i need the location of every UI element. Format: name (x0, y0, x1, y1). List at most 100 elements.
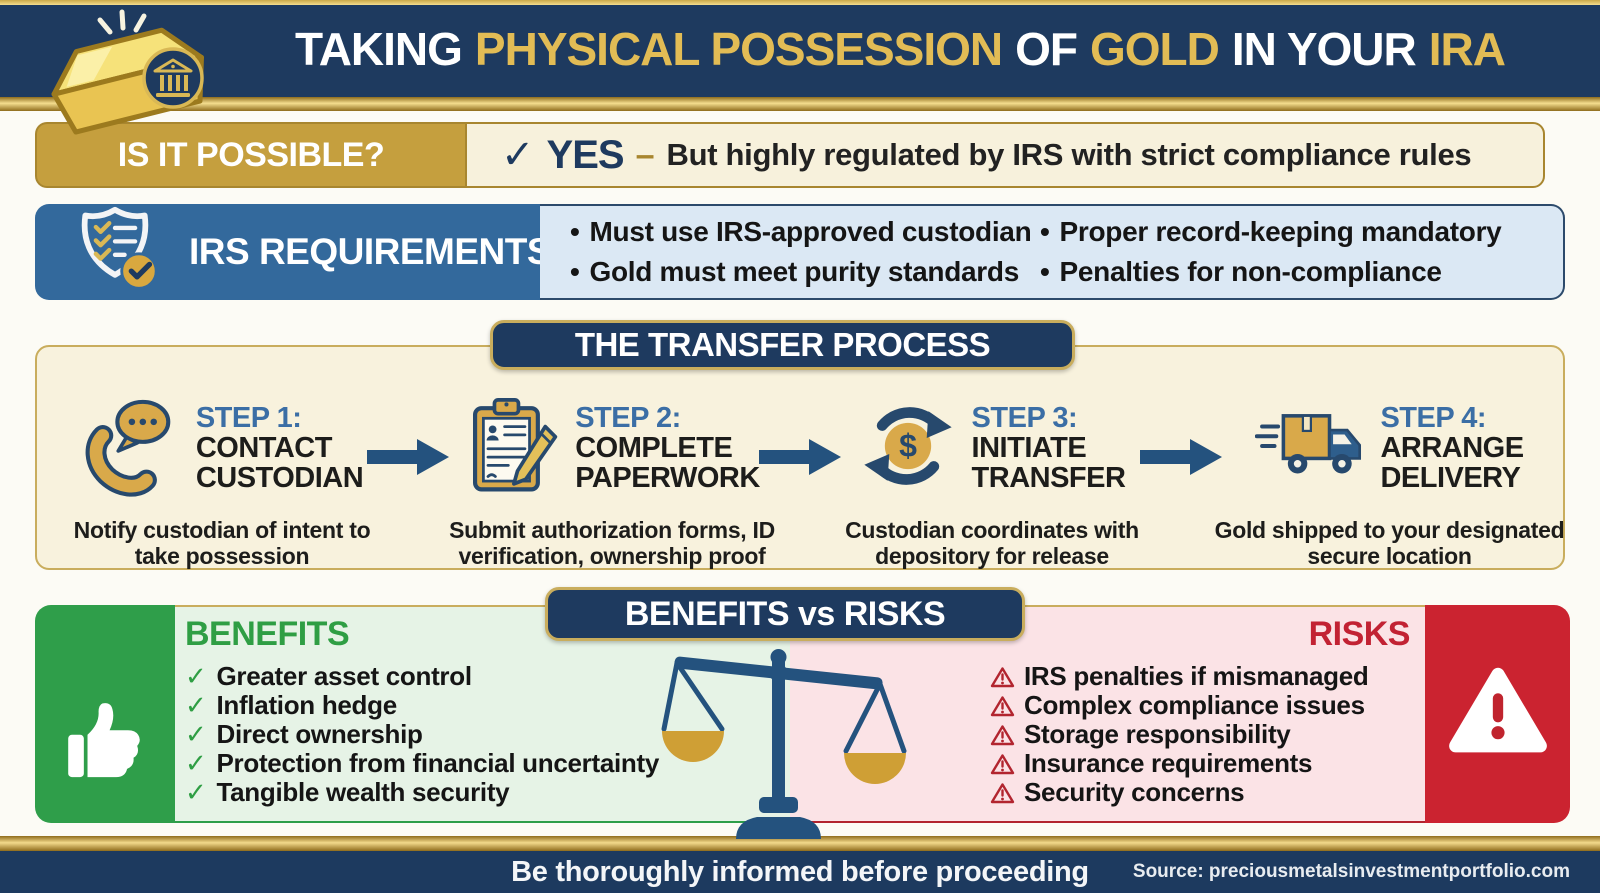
benefit-text: Tangible wealth security (216, 777, 510, 807)
warning-icon (990, 695, 1015, 716)
is-it-possible-answer: ✓ YES – But highly regulated by IRS with… (465, 122, 1545, 188)
risks-block: RISKS IRS penalties if mismanaged Comple… (990, 615, 1420, 807)
irs-bullet-item: •Penalties for non-compliance (1040, 256, 1501, 288)
benefits-panel (175, 605, 790, 823)
step-number: STEP 4: (1380, 401, 1486, 434)
irs-requirements-label: IRS REQUIREMENTS (189, 231, 552, 272)
title-part: IN YOUR (1231, 22, 1417, 75)
step-title: INITIATE (971, 431, 1087, 464)
benefits-vs-risks-title: BENEFITS vs RISKS (545, 587, 1025, 641)
clipboard-pencil-icon (464, 395, 560, 502)
risk-item: Security concerns (990, 778, 1420, 807)
benefit-item: ✓Protection from financial uncertainty (185, 749, 785, 778)
check-icon: ✓ (185, 719, 207, 749)
irs-bullet-item: • Proper record-keeping mandatory (1040, 216, 1502, 248)
title-part: OF (1015, 22, 1078, 75)
bullet-icon: • (1040, 216, 1050, 247)
check-icon: ✓ (185, 777, 207, 807)
irs-bullet-text: Must use IRS-approved custodian (589, 216, 1032, 247)
footer-source: Source: preciousmetalsinvestmentportfoli… (1132, 861, 1570, 882)
irs-bullet-text: Gold must meet purity standards (589, 256, 1020, 287)
step-title: PAPERWORK (575, 462, 760, 495)
bullet-icon: • (1040, 256, 1050, 287)
arrow-right-icon (759, 439, 841, 475)
phone-chat-icon (81, 393, 181, 503)
risks-sidebar (1425, 605, 1570, 823)
thumbs-up-icon (59, 698, 151, 795)
balance-scale-icon (660, 643, 910, 843)
step-number: STEP 1: (195, 401, 302, 434)
benefit-item: ✓ Direct ownership (185, 720, 785, 749)
irs-bullet-text: Proper record-keeping mandatory (1059, 216, 1502, 247)
title-part: IRA (1428, 22, 1506, 75)
arrow-right-icon (367, 439, 449, 475)
page-title: TAKING PHYSICAL POSSESSION OF GOLD IN YO… (215, 0, 1585, 97)
process-step-1: STEP 1: CONTACT CUSTODIAN Notify custodi… (62, 392, 382, 570)
check-icon: ✓ (185, 748, 207, 778)
step-description: Notify custodian of intent to take posse… (73, 517, 371, 569)
irs-requirements-list-box: •Must use IRS-approved custodian •Gold m… (540, 204, 1565, 300)
irs-bullet-item: •Gold must meet purity standards (570, 256, 1040, 288)
risk-text: Storage responsibility (1024, 719, 1291, 749)
step-title: CUSTODIAN (195, 462, 364, 495)
step-description: Gold shipped to your designated secure l… (1214, 517, 1565, 569)
transfer-process-title-text: THE TRANSFER PROCESS (574, 326, 991, 363)
risk-item: IRS penalties if mismanaged (990, 662, 1420, 691)
answer-yes: YES (546, 132, 625, 177)
warning-icon (990, 753, 1015, 774)
benefit-item: ✓ Inflation hedge (185, 691, 785, 720)
risk-item: Storage responsibility (990, 720, 1420, 749)
irs-requirements-list: •Must use IRS-approved custodian •Gold m… (570, 216, 1502, 288)
step-title: TRANSFER (971, 462, 1126, 495)
risks-panel (790, 605, 1425, 823)
step-number: STEP 3: (971, 401, 1078, 434)
benefits-vs-risks-title-text: BENEFITS vs RISKS (624, 594, 946, 633)
risk-text: IRS penalties if mismanaged (1024, 661, 1369, 691)
irs-requirements-row: IRS REQUIREMENTS • Must use IRS-approved … (35, 204, 1565, 300)
benefits-vs-risks-section: BENEFITS ✓ Greater asset control ✓ Inflati… (35, 605, 1570, 839)
risk-text: Security concerns (1024, 777, 1245, 807)
risk-text: Insurance requirements (1024, 748, 1313, 778)
step-description: Custodian coordinates with depository fo… (845, 517, 1139, 569)
risks-heading: RISKS (1308, 615, 1411, 653)
answer-detail: But highly regulated by IRS with strict … (666, 137, 1472, 172)
shield-checklist-icon (57, 204, 173, 301)
check-icon: ✓ (185, 690, 207, 720)
title-part: GOLD (1090, 22, 1220, 75)
risk-item: Complex compliance issues (990, 691, 1420, 720)
benefit-text: Inflation hedge (216, 690, 398, 720)
delivery-truck-icon (1255, 404, 1365, 493)
footer-message: Be thoroughly informed before proceeding (511, 855, 1089, 888)
process-step-2: STEP 2: COMPLETE PAPERWORK Submit author… (427, 392, 797, 570)
step-number: STEP 2: (575, 401, 681, 434)
bullet-icon: • (570, 216, 580, 247)
answer-dash: – (635, 135, 655, 174)
benefit-item: ✓ Tangible wealth security (185, 778, 785, 807)
check-icon: ✓ (185, 661, 207, 691)
footer: Be thoroughly informed before proceeding… (0, 851, 1600, 893)
step-title: CONTACT (195, 431, 333, 464)
header: TAKING PHYSICAL POSSESSION OF GOLD IN YO… (0, 0, 1600, 97)
risk-text: Complex compliance issues (1024, 690, 1365, 720)
benefits-block: BENEFITS ✓ Greater asset control ✓ Inflati… (185, 615, 785, 807)
step-title: ARRANGE (1380, 431, 1524, 464)
warning-triangle-icon (1446, 665, 1550, 764)
step-description: Submit authorization forms, ID verificat… (449, 517, 775, 569)
step-title: DELIVERY (1380, 462, 1521, 495)
is-it-possible-label: IS IT POSSIBLE? (35, 122, 465, 188)
process-step-3: $ STEP 3: INITIATE TRANSFER Custodian co… (827, 392, 1157, 570)
irs-requirements-label-box: IRS REQUIREMENTS (35, 204, 552, 301)
footer-gold-stripe (0, 836, 1600, 851)
benefits-list: ✓Greater asset control ✓Inflation hedge … (185, 662, 785, 807)
benefits-heading: BENEFITS (185, 615, 350, 653)
warning-icon (990, 666, 1015, 687)
benefit-text: Direct ownership (216, 719, 423, 749)
warning-icon (990, 782, 1015, 803)
title-part: TAKING (295, 22, 463, 75)
process-step-4: STEP 4: ARRANGE DELIVERY Gold shipped to… (1212, 392, 1567, 570)
benefit-text: Greater asset control (216, 661, 473, 691)
svg-text:$: $ (899, 427, 917, 463)
warning-icon (990, 724, 1015, 745)
header-gold-stripe (0, 97, 1600, 111)
